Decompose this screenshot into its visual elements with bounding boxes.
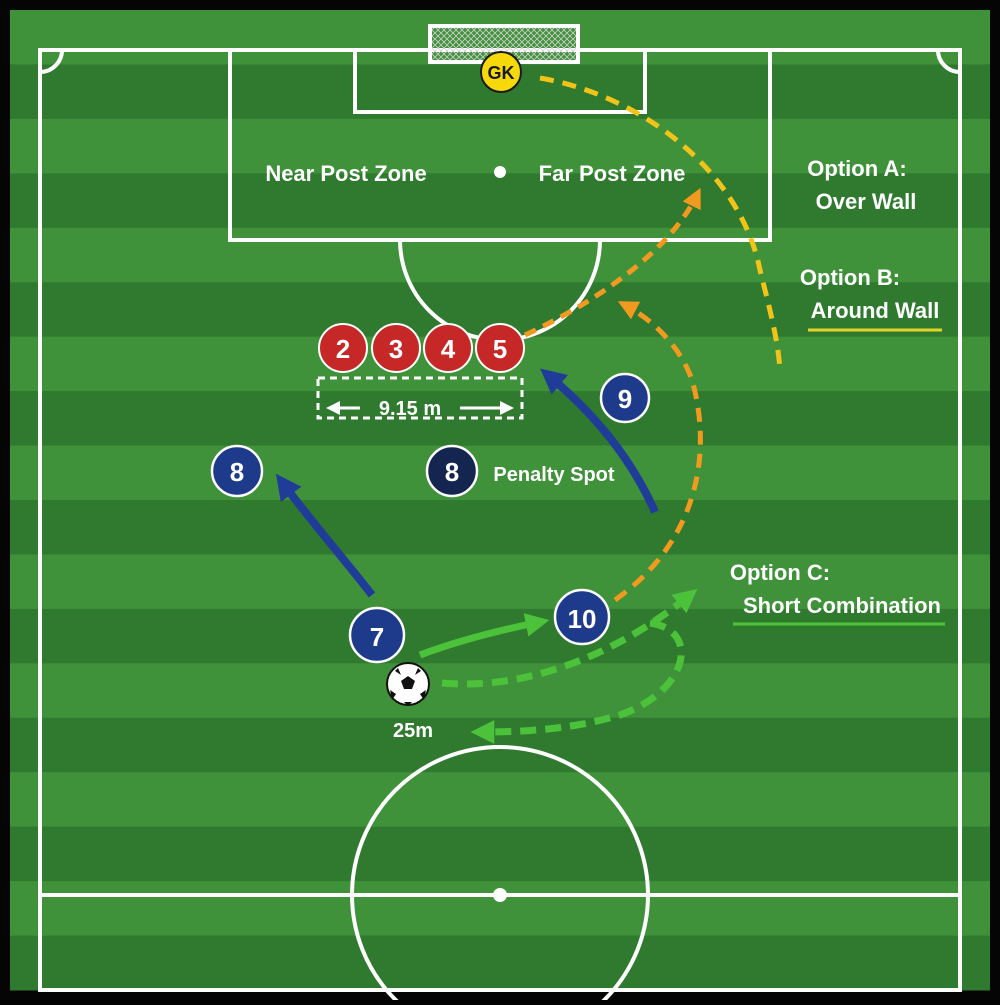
wall-player-number: 5 bbox=[493, 334, 507, 364]
wall-player[interactable]: 2 bbox=[318, 323, 368, 373]
soccer-ball-icon[interactable] bbox=[386, 662, 430, 706]
corner-arc-right bbox=[936, 49, 961, 74]
attacker-marker bbox=[348, 606, 406, 664]
option-b-title: Option B: bbox=[800, 265, 900, 290]
option-b-path bbox=[613, 301, 703, 603]
wall-player-marker bbox=[371, 323, 421, 373]
ball-patch-center bbox=[401, 676, 415, 689]
ball-distance-label: 25m bbox=[393, 720, 433, 742]
wall-distance-marker: 9.15 m bbox=[316, 376, 524, 420]
far-post-zone-label: Far Post Zone bbox=[539, 161, 686, 186]
return-run-arrow bbox=[441, 588, 698, 688]
attacker-number: 7 bbox=[370, 622, 384, 652]
grass-stripe bbox=[10, 663, 990, 719]
wall-player[interactable]: 3 bbox=[371, 323, 421, 373]
wall-player-number: 2 bbox=[336, 334, 350, 364]
wall-player[interactable]: 4 bbox=[423, 323, 473, 373]
ball-patch bbox=[390, 690, 396, 700]
grass-stripe bbox=[10, 608, 990, 664]
free-kick-taker-right[interactable]: 10 bbox=[553, 588, 611, 646]
center-spot bbox=[493, 888, 507, 902]
option-c-subtitle: Short Combination bbox=[743, 593, 941, 618]
grass-stripe bbox=[10, 118, 990, 174]
wall-player-number: 4 bbox=[441, 334, 456, 364]
defensive-wall: 2 3 4 5 bbox=[318, 323, 525, 373]
grass-stripe bbox=[10, 445, 990, 501]
option-a-title: Option A: bbox=[807, 156, 906, 181]
ball-patch bbox=[404, 702, 412, 706]
grass-stripe bbox=[10, 173, 990, 229]
penalty-mark bbox=[494, 166, 506, 178]
goalkeeper-label: GK bbox=[488, 63, 515, 83]
ball-patch bbox=[395, 668, 401, 675]
goalkeeper[interactable]: GK bbox=[480, 51, 522, 93]
wall-zone-box bbox=[316, 376, 524, 420]
ball-patch bbox=[420, 690, 426, 700]
wall-player-marker bbox=[318, 323, 368, 373]
grass-stripe bbox=[10, 772, 990, 828]
free-kick-taker-left[interactable]: 7 bbox=[348, 606, 406, 664]
corner-arc-left bbox=[39, 49, 64, 74]
near-post-zone-label: Near Post Zone bbox=[265, 161, 426, 186]
attacker-marker bbox=[210, 444, 264, 498]
penalty-spot-label: Penalty Spot bbox=[493, 464, 614, 486]
attacker-number: 8 bbox=[445, 457, 459, 487]
run-arrow-right bbox=[540, 368, 659, 514]
wall-player-marker bbox=[423, 323, 473, 373]
wall-player[interactable]: 5 bbox=[475, 323, 525, 373]
wall-distance-label: 9.15 m bbox=[379, 398, 441, 420]
option-a-subtitle: Over Wall bbox=[816, 189, 917, 214]
attacker-marker bbox=[553, 588, 611, 646]
layoff-arrow bbox=[470, 619, 685, 744]
attacker-number: 9 bbox=[618, 384, 632, 414]
option-b-subtitle: Around Wall bbox=[811, 298, 940, 323]
grass-stripe bbox=[10, 227, 990, 283]
grass-stripe bbox=[10, 500, 990, 555]
grass-stripe bbox=[10, 554, 990, 610]
distance-arrowhead-left bbox=[326, 401, 340, 415]
option-c-title: Option C: bbox=[730, 560, 830, 585]
grass-stripe bbox=[10, 826, 990, 882]
run-arrow-left bbox=[275, 473, 376, 598]
attacker-right-runner[interactable]: 9 bbox=[599, 372, 651, 424]
grass-stripes bbox=[10, 10, 990, 991]
wall-player-marker bbox=[475, 323, 525, 373]
short-pass-arrow bbox=[418, 613, 550, 659]
attacker-number: 8 bbox=[230, 457, 244, 487]
wall-player-number: 3 bbox=[389, 334, 403, 364]
grass-stripe bbox=[10, 935, 990, 991]
attacker-left-runner[interactable]: 8 bbox=[210, 444, 264, 498]
attacker-marker bbox=[425, 444, 479, 498]
option-a-path bbox=[539, 75, 783, 371]
attacker-number: 10 bbox=[568, 604, 597, 634]
center-circle bbox=[350, 745, 650, 1005]
ball-patch bbox=[415, 668, 421, 675]
distance-arrowhead-right bbox=[500, 401, 514, 415]
goalkeeper-marker bbox=[480, 51, 522, 93]
attacker-marker bbox=[599, 372, 651, 424]
attacker-center[interactable]: 8 bbox=[425, 444, 479, 498]
option-a-curl-path bbox=[523, 187, 701, 338]
